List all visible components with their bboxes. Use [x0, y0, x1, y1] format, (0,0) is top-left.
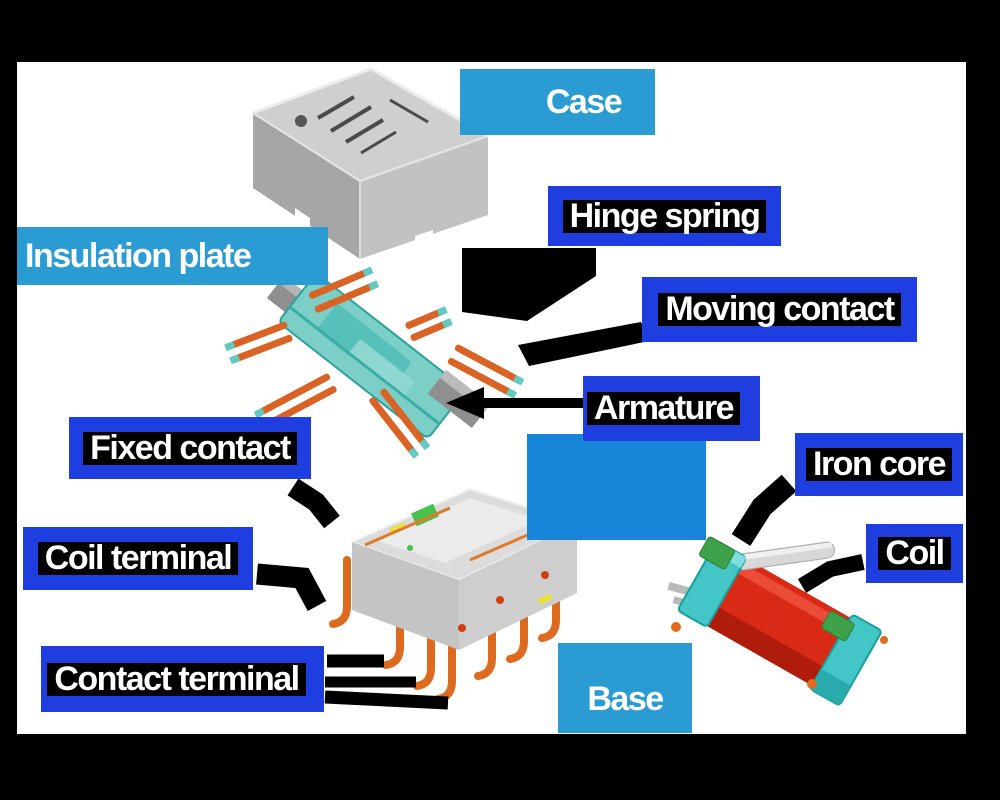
case-part: [252, 67, 489, 259]
label-coil-terminal: Coil terminal: [23, 527, 253, 590]
label-armature: Armature: [583, 376, 760, 441]
label-base: Base: [558, 643, 692, 733]
fixed-contact-leader-line: [287, 478, 340, 529]
case-marking: [316, 95, 429, 155]
contact-springs: [224, 266, 525, 459]
leader-lines: [256, 248, 865, 710]
label-insulation-plate-text: Insulation plate: [25, 236, 252, 275]
moving-contact-leader-line: [518, 322, 649, 366]
label-moving-contact-text: Moving contact: [658, 292, 901, 326]
contact-terminal-leader-line-3: [324, 690, 449, 710]
label-armature-text: Armature: [586, 391, 741, 425]
label-case-text: Case: [545, 82, 623, 121]
label-coil-terminal-text: Coil terminal: [37, 541, 239, 575]
label-contact-terminal-text: Contact terminal: [47, 662, 306, 696]
label-moving-contact: Moving contact: [642, 277, 917, 342]
base-pins: [329, 556, 560, 703]
label-hinge-spring: Hinge spring: [548, 186, 781, 246]
label-base-text: Base: [587, 679, 664, 718]
label-iron-core-text: Iron core: [806, 447, 952, 481]
label-hinge-spring-text: Hinge spring: [562, 199, 767, 233]
insulation-plate-part: [224, 266, 525, 459]
iron-core-leader-line: [731, 474, 797, 546]
coil-part: [667, 536, 888, 706]
label-fixed-contact: Fixed contact: [69, 417, 311, 479]
label-coil: Coil: [866, 524, 963, 583]
label-iron-core: Iron core: [795, 433, 963, 496]
armature-arrow: [446, 387, 585, 419]
base-part: [329, 487, 580, 703]
label-coil-text: Coil: [878, 536, 951, 570]
hinge-spring-leader-line: [462, 248, 596, 321]
coil-leader-line: [797, 554, 865, 593]
label-case: Case: [460, 69, 655, 135]
coil-terminal-leader-line: [256, 563, 327, 611]
label-insulation-plate: Insulation plate: [17, 227, 328, 285]
label-fixed-contact-text: Fixed contact: [83, 431, 297, 465]
label-contact-terminal: Contact terminal: [41, 646, 324, 712]
empty-callout-rect: [527, 434, 706, 540]
